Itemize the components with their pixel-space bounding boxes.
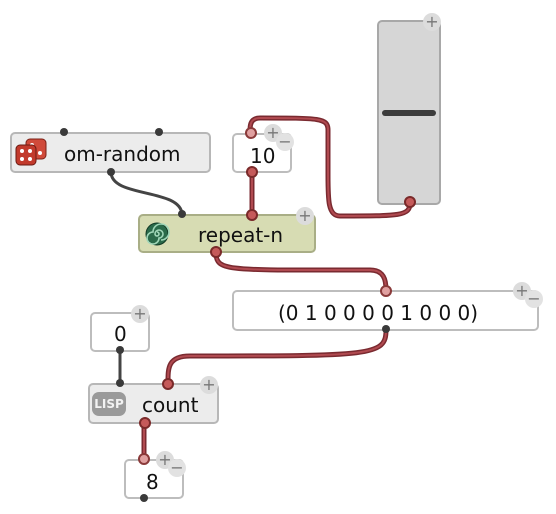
wire-repeat-n-to-list[interactable]: [213, 252, 389, 291]
value-8-input[interactable]: [138, 453, 150, 465]
om-random-output[interactable]: [107, 168, 115, 176]
om-random-label: om-random: [64, 142, 181, 166]
repeat-n-label: repeat-n: [198, 223, 284, 247]
count-output[interactable]: [139, 417, 151, 429]
value-list-input[interactable]: [380, 285, 392, 297]
value-8-output[interactable]: [140, 494, 148, 502]
value-list-output[interactable]: [382, 325, 390, 333]
value-10-output[interactable]: [246, 166, 258, 178]
om-random-input-2[interactable]: [155, 128, 163, 136]
value-box-10[interactable]: 10: [232, 133, 292, 173]
repeat-n-input-2[interactable]: [246, 209, 258, 221]
dice-icon: [15, 138, 47, 166]
slider-box[interactable]: [377, 20, 441, 205]
repeat-n-plus-icon[interactable]: +: [296, 207, 314, 225]
count-label: count: [142, 393, 199, 417]
repeat-n-output[interactable]: [210, 246, 222, 258]
lisp-badge: LISP: [92, 392, 126, 416]
value-0-label: 0: [114, 322, 127, 346]
value-list-minus-icon[interactable]: −: [525, 290, 543, 308]
repeat-n-box[interactable]: repeat-n: [138, 214, 316, 253]
value-list-label: (0 1 0 0 0 0 1 0 0 0): [278, 301, 479, 325]
count-box[interactable]: LISP count: [88, 383, 219, 424]
om-random-input-1[interactable]: [60, 128, 68, 136]
wire-om-random-to-repeat-n[interactable]: [109, 171, 184, 215]
count-plus-icon[interactable]: +: [200, 376, 218, 394]
slider-output[interactable]: [404, 196, 416, 208]
om-random-box[interactable]: om-random: [10, 132, 211, 173]
count-input-2[interactable]: [162, 378, 174, 390]
value-box-0[interactable]: 0: [90, 312, 150, 352]
slider-plus-icon[interactable]: +: [423, 13, 441, 31]
spiral-icon: [145, 222, 170, 246]
wire-list-to-count[interactable]: [165, 329, 389, 383]
value-10-input[interactable]: [245, 127, 257, 139]
count-input-1[interactable]: [116, 379, 124, 387]
value-8-label: 8: [146, 470, 159, 494]
value-10-label: 10: [250, 144, 276, 168]
value-10-minus-icon[interactable]: −: [276, 133, 294, 151]
repeat-n-input-1[interactable]: [178, 210, 186, 218]
value-8-minus-icon[interactable]: −: [168, 459, 186, 477]
value-0-plus-icon[interactable]: +: [131, 305, 149, 323]
value-0-output[interactable]: [116, 346, 124, 354]
slider-handle[interactable]: [382, 110, 436, 116]
